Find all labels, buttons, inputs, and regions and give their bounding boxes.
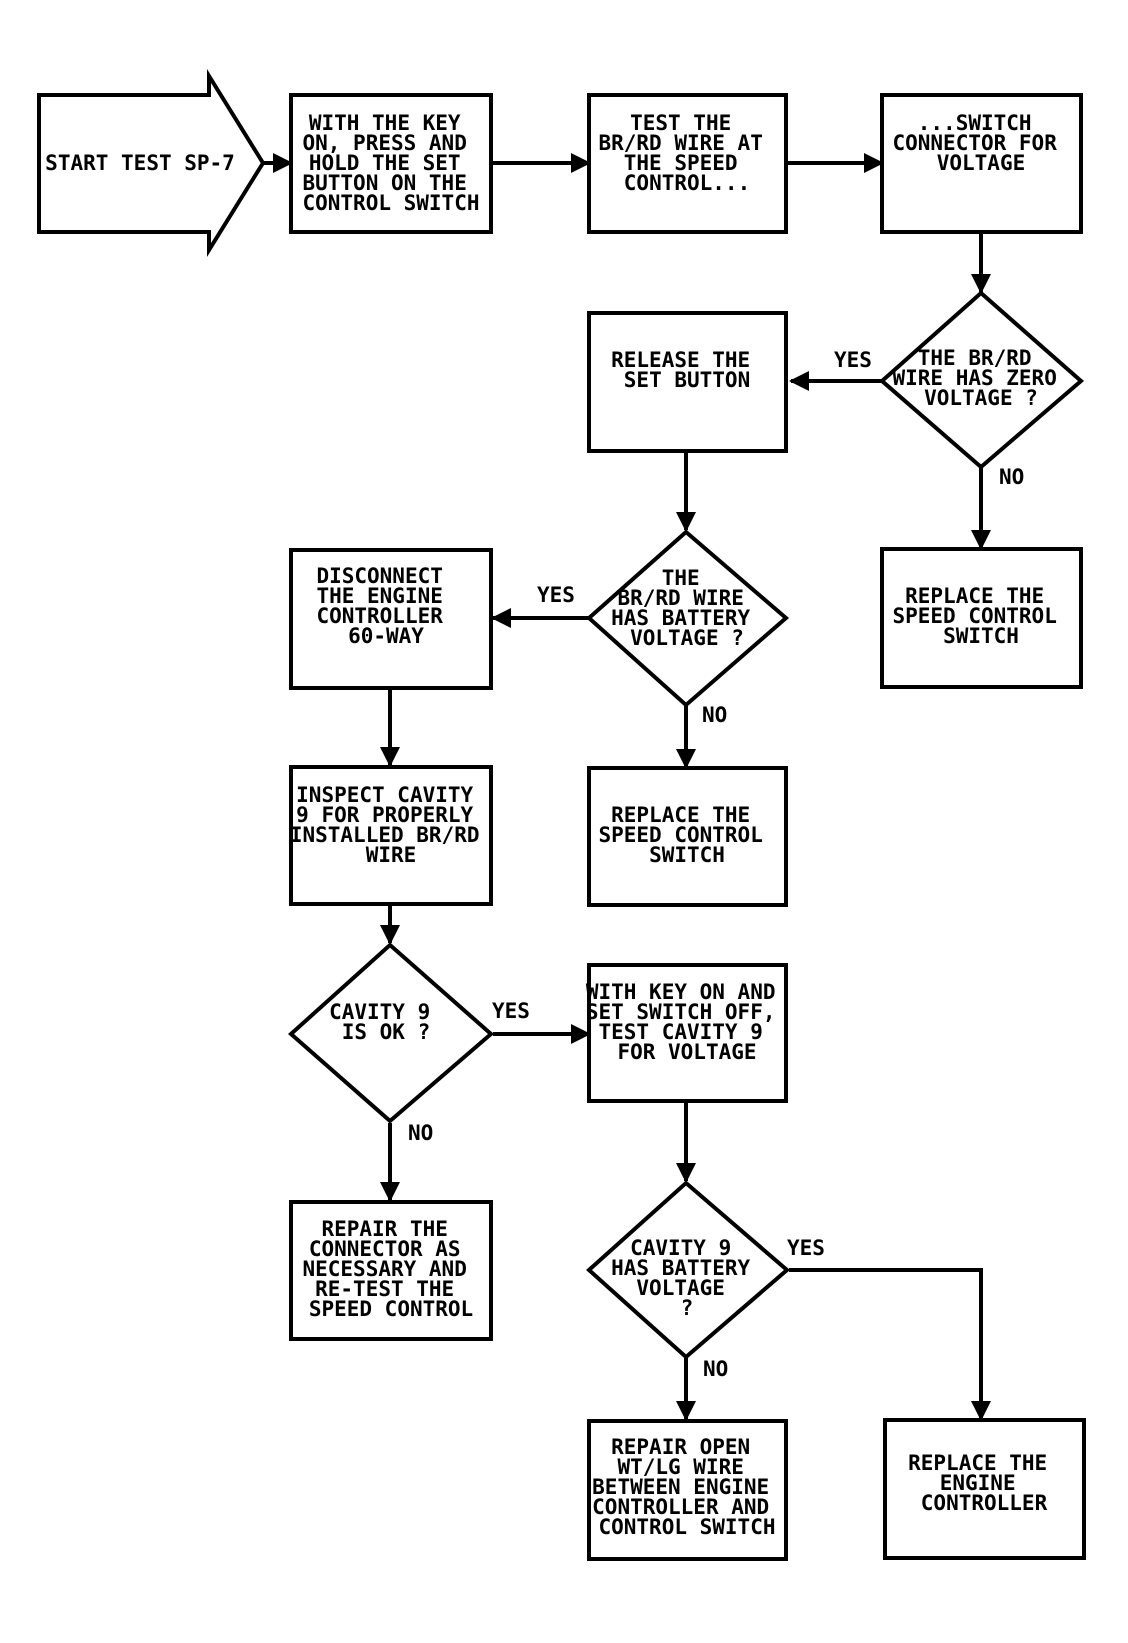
start-arrow-shape: [37, 68, 266, 258]
action-replace-controller-box: [883, 1418, 1086, 1560]
step-disconnect-label: DISCONNECT THE ENGINE CONTROLLER 60-WAY: [316, 564, 455, 648]
start-label: START TEST SP-7: [45, 151, 235, 175]
edge-label-cavity-battery-yes: YES: [787, 1236, 825, 1260]
step-test-cavity-box: [587, 963, 788, 1103]
edge-label-battery-no: NO: [702, 703, 727, 727]
action-replace-switch-2-box: [587, 766, 788, 907]
step-inspect-cavity-label: INSPECT CAVITY 9 FOR PROPERLY INSTALLED …: [290, 783, 492, 867]
decision-cavity-ok-label: CAVITY 9 IS OK ?: [329, 1000, 443, 1044]
step-release-set-box: [587, 311, 788, 453]
step-test-wire-label: TEST THE BR/RD WIRE AT THE SPEED CONTROL…: [598, 111, 775, 195]
action-repair-open-wire-label: REPAIR OPEN WT/LG WIRE BETWEEN ENGINE CO…: [592, 1435, 782, 1539]
step-disconnect-box: [289, 548, 493, 690]
edge-labels: YES NO YES NO YES NO YES NO: [408, 348, 1024, 1381]
step-switch-connector-box: [880, 93, 1083, 234]
step-release-set-label: RELEASE THE SET BUTTON: [611, 348, 763, 392]
edge-cavity-battery-yes: [789, 1268, 991, 1421]
decision-cavity-ok-shape: [287, 942, 495, 1124]
action-replace-switch-2-label: REPLACE THE SPEED CONTROL SWITCH: [598, 803, 775, 867]
action-replace-controller-label: REPLACE THE ENGINE CONTROLLER: [908, 1451, 1060, 1515]
step-test-cavity-label: WITH KEY ON AND SET SWITCH OFF, TEST CAV…: [586, 980, 788, 1064]
decision-cavity-battery-shape: [586, 1180, 791, 1360]
edge-label-battery-yes: YES: [537, 583, 575, 607]
connectors: [263, 153, 991, 1421]
action-repair-connector-label: REPAIR THE CONNECTOR AS NECESSARY AND RE…: [302, 1217, 479, 1321]
step-key-on-box: [289, 93, 493, 234]
edge-label-zero-yes: YES: [834, 348, 872, 372]
decision-battery-voltage-label: THE BR/RD WIRE HAS BATTERY VOLTAGE ?: [611, 566, 763, 650]
step-key-on-label: WITH THE KEY ON, PRESS AND HOLD THE SET …: [302, 111, 479, 215]
action-replace-switch-1-label: REPLACE THE SPEED CONTROL SWITCH: [892, 584, 1069, 648]
edge-label-cavity-ok-yes: YES: [492, 999, 530, 1023]
action-repair-open-wire-box: [587, 1419, 788, 1561]
edge-label-zero-no: NO: [999, 465, 1024, 489]
edge-label-cavity-ok-no: NO: [408, 1121, 433, 1145]
step-inspect-cavity-box: [289, 765, 493, 906]
action-repair-connector-box: [289, 1200, 493, 1341]
decision-zero-voltage-shape: [878, 290, 1085, 470]
shapes: [37, 68, 1086, 1561]
step-switch-connector-label: ...SWITCH CONNECTOR FOR VOLTAGE: [892, 111, 1069, 175]
action-replace-switch-1-box: [880, 547, 1083, 689]
step-test-wire-box: [587, 93, 788, 234]
node-labels: START TEST SP-7 WITH THE KEY ON, PRESS A…: [45, 111, 1069, 1539]
decision-zero-voltage-label: THE BR/RD WIRE HAS ZERO VOLTAGE ?: [892, 346, 1069, 410]
decision-battery-voltage-shape: [585, 529, 790, 708]
decision-cavity-battery-label: CAVITY 9 HAS BATTERY VOLTAGE ?: [611, 1236, 763, 1320]
edge-label-cavity-battery-no: NO: [703, 1357, 728, 1381]
